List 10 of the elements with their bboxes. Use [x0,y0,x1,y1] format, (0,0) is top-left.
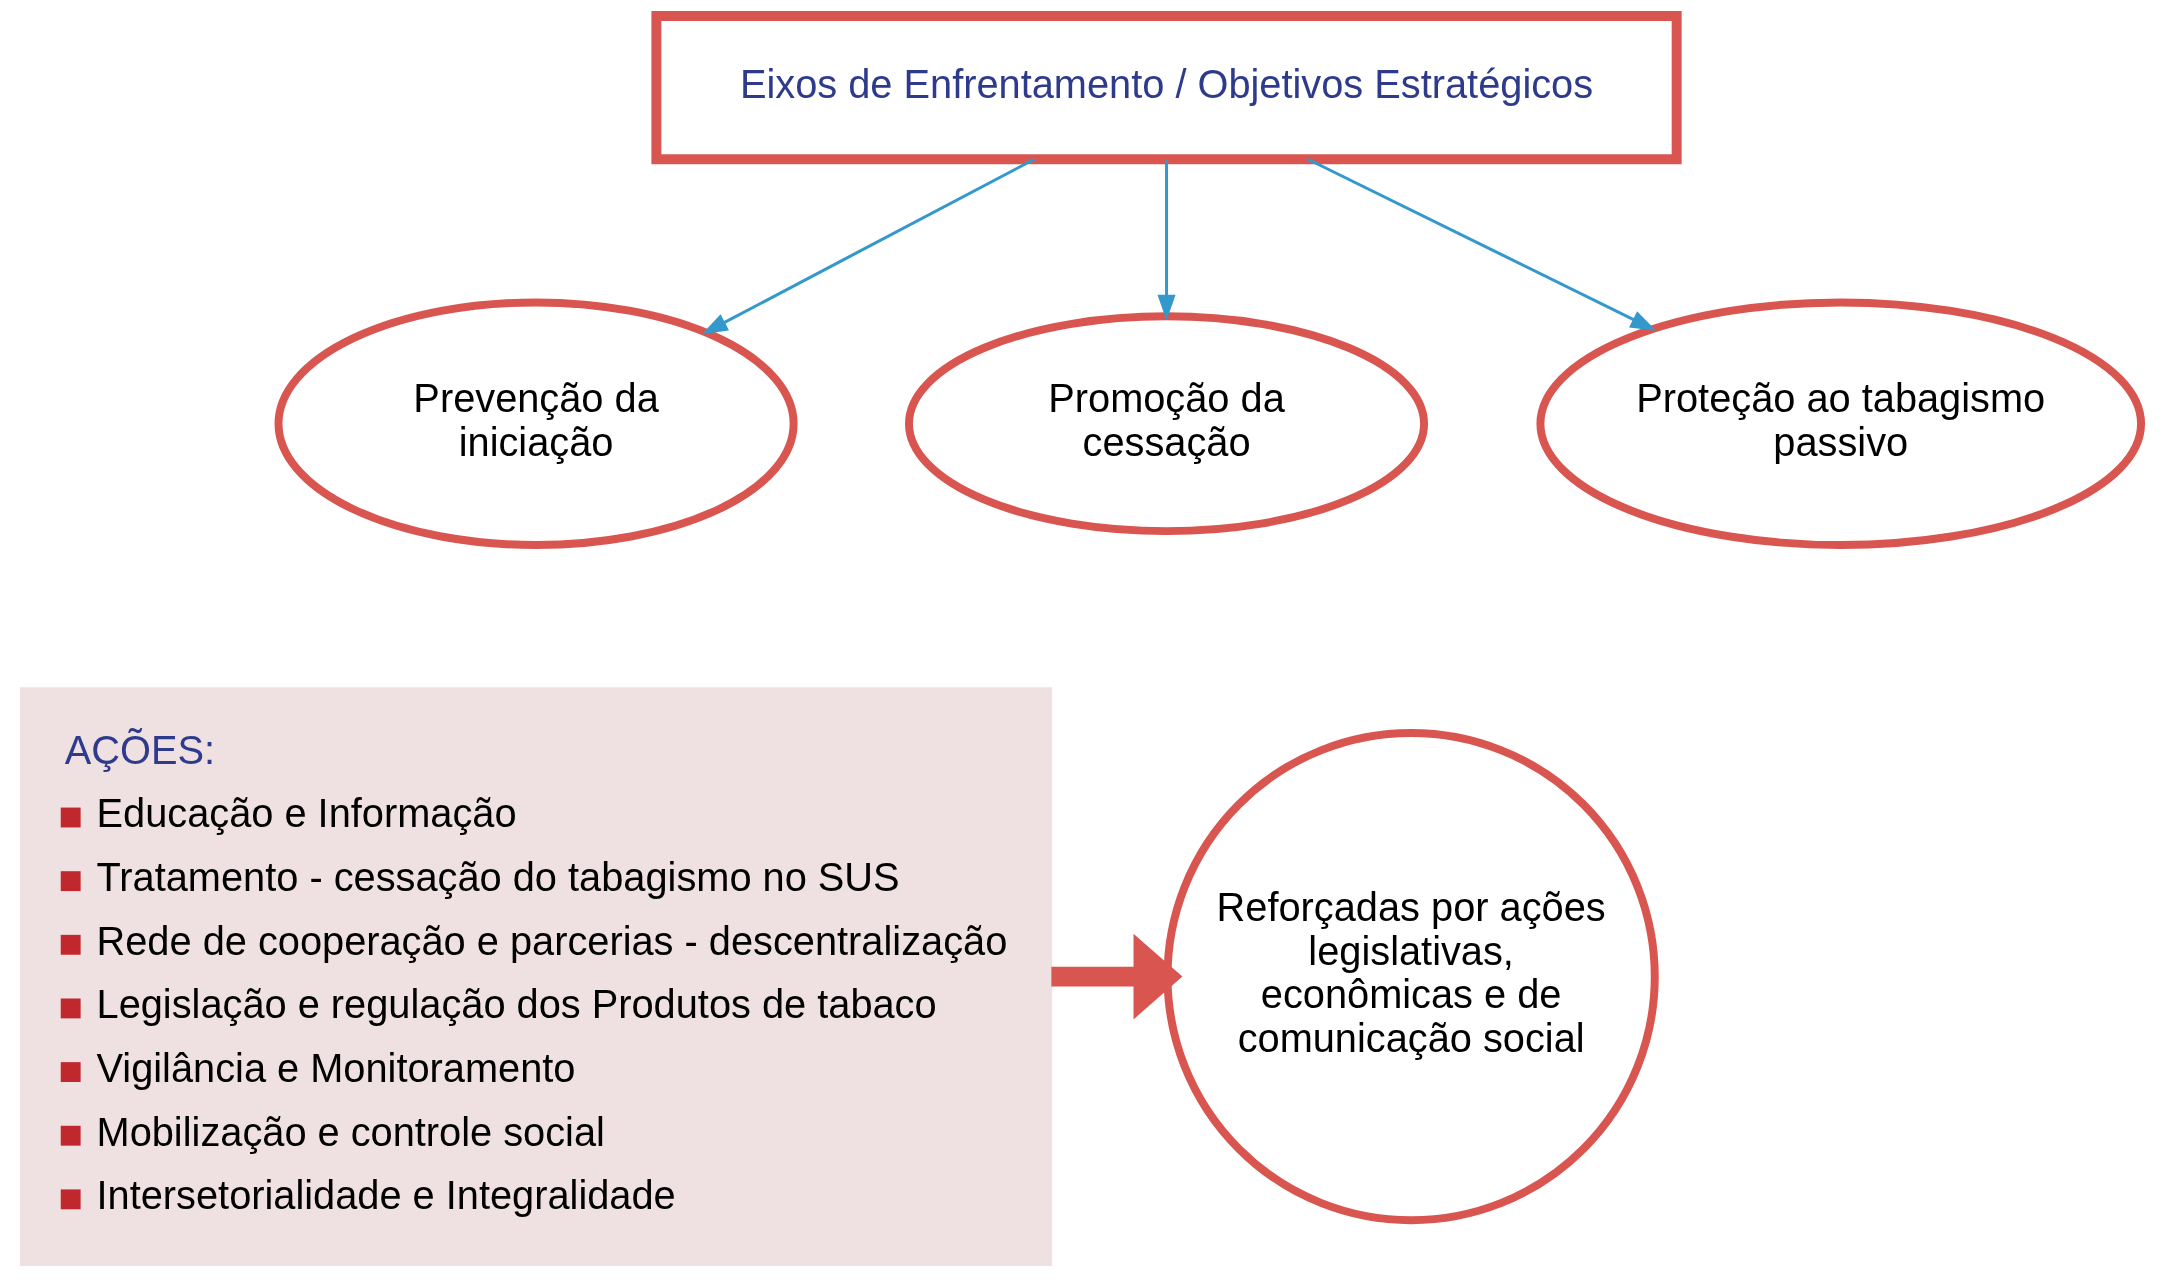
arrow [1157,159,1176,321]
node-circle: Reforçadas por ações legislativas, econômicas e de comunicação social [1163,729,1659,1225]
arrow [1307,157,1657,331]
node-box: AÇÕES: Educação e Informação Tratamento - cessação do tabagismo no SUS Rede de cooperação e parcerias - descentralização Legislação e regulação dos Produtos de tabaco Vigilância e Monitoramento Mobilização e controle social Intersetorialidade e Integralidade [19,687,1053,1266]
arrow [1051,933,1183,1020]
node-box: Eixos de Enfrentamento / Objetivos Estratégicos [651,11,1682,165]
node-ellipse: Promoção da cessação [905,312,1429,536]
arrow [701,157,1036,335]
node-ellipse: Prevenção da iniciação [274,298,798,549]
node-ellipse: Proteção ao tabagismo passivo [1536,298,2145,549]
